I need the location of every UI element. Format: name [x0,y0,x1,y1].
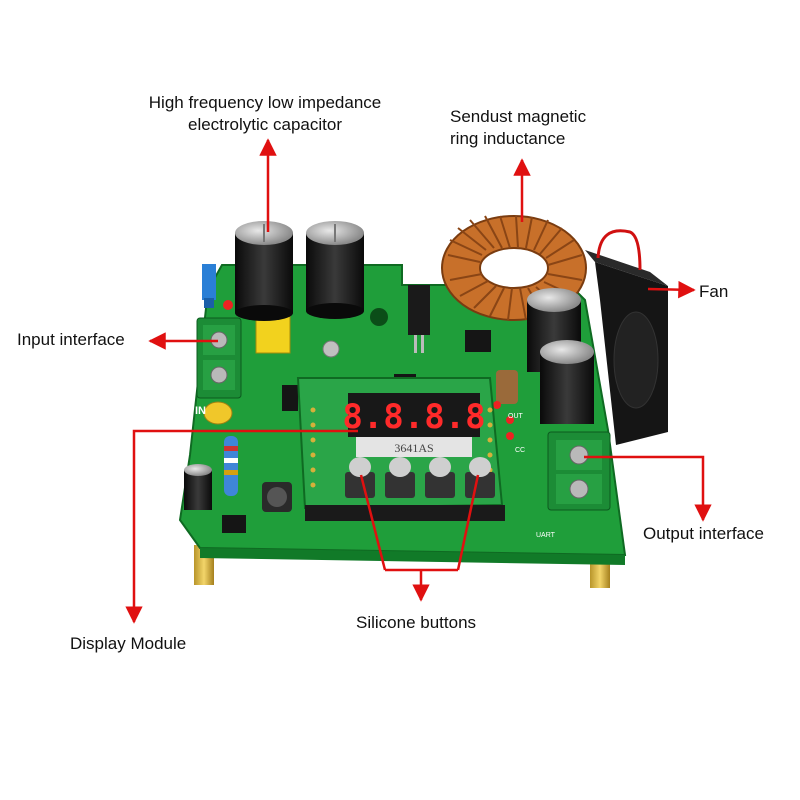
button-2 [385,457,415,498]
electrolytic-capacitor-2 [306,221,364,319]
svg-text:CC: CC [515,447,525,454]
svg-text:IN: IN [195,405,206,417]
svg-text:3641AS: 3641AS [394,441,433,455]
button-3 [425,457,455,498]
resistor [224,436,238,496]
display-readout: 8.8.8.8 [342,397,485,437]
label-fan: Fan [699,282,729,301]
label-input-interface: Input interface [17,330,125,349]
silicone-buttons [345,457,495,498]
label-inductance: Sendust magnetic ring inductance [450,107,587,148]
arrow-display [125,429,358,624]
label-display-module: Display Module [70,634,187,653]
label-silicone-buttons: Silicone buttons [356,613,477,632]
button-4 [465,457,495,498]
cooling-fan [585,229,668,445]
svg-text:UART: UART [536,532,556,539]
arrow-fan [647,280,696,299]
arrow-output [584,455,712,522]
label-output-interface: Output interface [643,524,764,543]
electrolytic-capacitor-1 [235,221,293,321]
small-capacitor [184,464,212,510]
input-terminal-block [196,317,242,399]
button-1 [345,457,375,498]
seven-segment-display [348,393,480,437]
left-jumpers [202,264,233,310]
svg-text:OUT: OUT [508,413,524,420]
label-capacitor: High frequency low impedance electrolyti… [148,93,382,134]
annotation-arrows [125,138,712,624]
output-capacitor-2 [540,340,594,424]
output-terminal-block [547,431,611,511]
mosfet [408,285,430,353]
